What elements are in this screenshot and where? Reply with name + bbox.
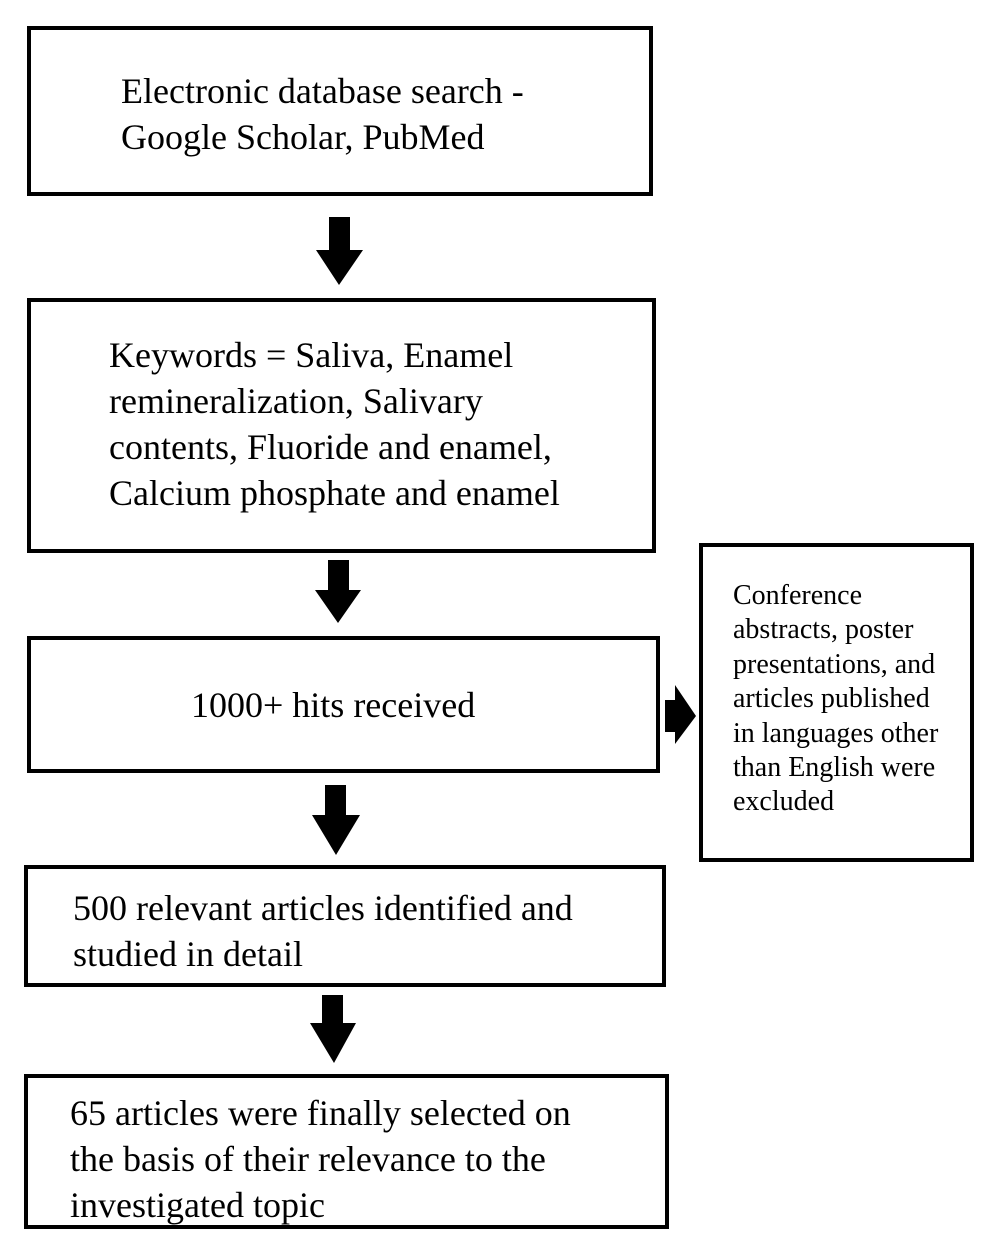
final-step-text: 65 articles were finally selected on the… [70, 1093, 571, 1225]
search-step-text: Electronic database search - Google Scho… [121, 71, 524, 157]
relevant-step-text: 500 relevant articles identified and stu… [73, 888, 573, 974]
relevant-step-box: 500 relevant articles identified and stu… [24, 865, 666, 987]
hits-step-text: 1000+ hits received [191, 685, 476, 725]
hits-step-box: 1000+ hits received [27, 636, 660, 773]
down-arrow-2 [315, 560, 361, 623]
exclusion-text: Conference abstracts, poster presentatio… [733, 580, 939, 818]
exclusion-box: Conference abstracts, poster presentatio… [699, 543, 974, 862]
down-arrow-3 [312, 785, 360, 855]
keywords-step-text: Keywords = Saliva, Enamel remineralizati… [109, 335, 560, 513]
final-step-box: 65 articles were finally selected on the… [24, 1074, 669, 1229]
keywords-step-box: Keywords = Saliva, Enamel remineralizati… [27, 298, 656, 553]
down-arrow-1 [316, 217, 363, 285]
search-step-box: Electronic database search - Google Scho… [27, 26, 653, 196]
right-arrow-exclusion [665, 685, 696, 744]
down-arrow-4 [310, 995, 356, 1063]
